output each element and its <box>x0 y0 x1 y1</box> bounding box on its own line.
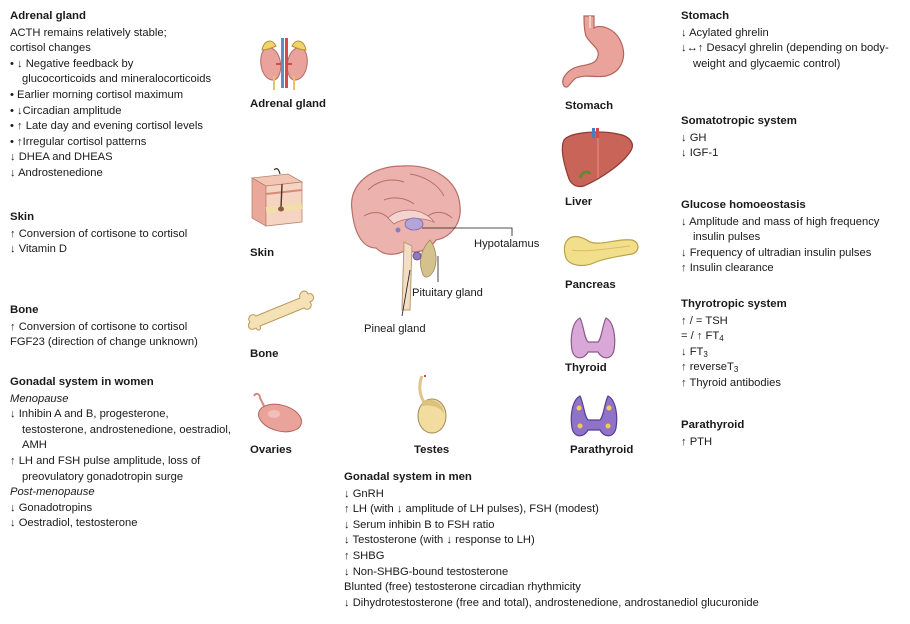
somatotropic-line: ↓ GH <box>681 131 707 144</box>
bone-text-block: Bone ↑ Conversion of cortisone to cortis… <box>10 303 198 351</box>
adrenal-line: • Earlier morning cortisol maximum <box>10 88 184 101</box>
gonadal-men-text-block: Gonadal system in men ↓ GnRH ↑ LH (with … <box>344 470 759 611</box>
adrenal-line: cortisol changes <box>10 42 91 55</box>
glucose-line: ↑ Insulin clearance <box>681 262 774 275</box>
gonadal-women-line: testosterone, androstenedione, oestradio… <box>22 423 231 436</box>
skin-heading: Skin <box>10 211 35 223</box>
brain-icon <box>351 165 461 311</box>
pineal-label: Pineal gland <box>364 323 426 335</box>
parathyroid-icon <box>570 395 618 437</box>
adrenal-line: • ↑ Late day and evening cortisol levels <box>10 120 203 133</box>
gonadal-women-line: ↓ Inhibin A and B, progesterone, <box>10 408 169 421</box>
pancreas-organ-label: Pancreas <box>565 279 616 291</box>
testis-icon <box>417 375 447 434</box>
liver-organ-label: Liver <box>565 196 593 208</box>
adrenal-line: ↓ DHEA and DHEAS <box>10 151 113 164</box>
stomach-line: weight and glycaemic control) <box>693 57 841 70</box>
thyrotropic-ft4: = / ↑ FT4 <box>681 330 724 344</box>
menopause-label: Menopause <box>10 392 69 405</box>
glucose-line: ↓ Amplitude and mass of high frequency <box>681 215 880 228</box>
gonadal-men-line: ↑ SHBG <box>344 549 385 562</box>
skin-line: ↓ Vitamin D <box>10 243 67 256</box>
parathyroid-heading: Parathyroid <box>681 419 745 431</box>
skin-line: ↑ Conversion of cortisone to cortisol <box>10 227 188 240</box>
parathyroid-line: ↑ PTH <box>681 435 713 448</box>
gonadal-men-heading: Gonadal system in men <box>344 471 472 483</box>
skin-organ-label: Skin <box>250 247 275 259</box>
parathyroid-organ-label: Parathyroid <box>570 444 634 456</box>
gonadal-men-line: ↓ Dihydrotestosterone (free and total), … <box>344 596 759 609</box>
glucose-line: ↓ Frequency of ultradian insulin pulses <box>681 246 872 259</box>
liver-icon <box>561 128 633 188</box>
gonadal-men-line: ↓ Non-SHBG-bound testosterone <box>344 565 509 578</box>
adrenal-line: • ↓ Negative feedback by <box>10 57 134 70</box>
somatotropic-heading: Somatotropic system <box>681 115 797 127</box>
bone-line: ↑ Conversion of cortisone to cortisol <box>10 320 188 333</box>
skin-text-block: Skin ↑ Conversion of cortisone to cortis… <box>10 210 187 258</box>
stomach-text-block: Stomach ↓ Acylated ghrelin ↓↔↑ Desacyl g… <box>681 9 889 72</box>
glucose-heading: Glucose homoeostasis <box>681 199 806 211</box>
stomach-organ-label: Stomach <box>565 100 614 112</box>
bone-line: FGF23 (direction of change unknown) <box>10 336 198 349</box>
testes-organ-label: Testes <box>414 444 450 456</box>
gonadal-men-line: Blunted (free) testosterone circadian rh… <box>344 581 581 594</box>
thyrotropic-text-block: Thyrotropic system ↑ / = TSH = / ↑ FT4 ↓… <box>681 297 787 392</box>
adrenal-line: ↓ Androstenedione <box>10 166 103 179</box>
bone-organ-label: Bone <box>250 348 279 360</box>
adrenal-line: • ↑Irregular cortisol patterns <box>10 135 147 148</box>
gonadal-women-heading: Gonadal system in women <box>10 376 154 388</box>
skin-icon <box>250 168 304 227</box>
gonadal-men-line: ↑ LH (with ↓ amplitude of LH pulses), FS… <box>344 503 599 516</box>
thyrotropic-tsh: ↑ / = TSH <box>681 314 728 327</box>
gonadal-women-text-block: Gonadal system in women Menopause ↓ Inhi… <box>10 375 231 532</box>
stomach-line: ↓↔↑ Desacyl ghrelin (depending on body- <box>681 42 889 55</box>
pancreas-icon <box>563 235 639 267</box>
gonadal-men-line: ↓ Serum inhibin B to FSH ratio <box>344 518 495 531</box>
somatotropic-text-block: Somatotropic system ↓ GH ↓ IGF-1 <box>681 114 797 162</box>
parathyroid-text-block: Parathyroid ↑ PTH <box>681 418 744 450</box>
gonadal-women-line: ↓ Gonadotropins <box>10 501 93 514</box>
ovary-icon <box>253 392 303 433</box>
thyroid-icon <box>570 317 616 359</box>
gonadal-women-line: AMH <box>22 439 47 452</box>
hypothalamus-label: Hypotalamus <box>474 238 540 250</box>
adrenal-line: glucocorticoids and mineralocorticoids <box>22 73 212 86</box>
stomach-heading: Stomach <box>681 10 730 22</box>
glucose-line: insulin pulses <box>693 231 761 244</box>
thyroid-organ-label: Thyroid <box>565 362 607 374</box>
gonadal-men-line: ↓ Testosterone (with ↓ response to LH) <box>344 534 535 547</box>
gonadal-men-line: ↓ GnRH <box>344 487 384 500</box>
gonadal-women-line: ↑ LH and FSH pulse amplitude, loss of <box>10 454 201 467</box>
thyrotropic-heading: Thyrotropic system <box>681 298 787 310</box>
pituitary-label: Pituitary gland <box>412 287 483 299</box>
thyrotropic-rt3: ↑ reverseT3 <box>681 361 739 375</box>
thyrotropic-antibodies: ↑ Thyroid antibodies <box>681 376 781 389</box>
stomach-icon <box>562 15 625 88</box>
somatotropic-line: ↓ IGF-1 <box>681 147 719 160</box>
adrenal-organ-label: Adrenal gland <box>250 98 326 110</box>
brain-leader-lines <box>401 227 513 317</box>
gonadal-women-line: preovulatory gonadotropin surge <box>22 470 184 483</box>
adrenal-line: ACTH remains relatively stable; <box>10 26 167 39</box>
thyrotropic-ft3: ↓ FT3 <box>681 345 708 359</box>
post-menopause-label: Post-menopause <box>10 486 95 499</box>
adrenal-gland-icon <box>260 38 308 90</box>
adrenal-line: • ↓Circadian amplitude <box>10 104 122 117</box>
glucose-text-block: Glucose homoeostasis ↓ Amplitude and mas… <box>681 198 879 277</box>
adrenal-heading: Adrenal gland <box>10 10 86 22</box>
bone-icon <box>247 290 315 331</box>
adrenal-text-block: Adrenal gland ACTH remains relatively st… <box>10 9 211 182</box>
bone-heading: Bone <box>10 304 39 316</box>
stomach-line: ↓ Acylated ghrelin <box>681 26 769 39</box>
ovaries-organ-label: Ovaries <box>250 444 292 456</box>
gonadal-women-line: ↓ Oestradiol, testosterone <box>10 517 138 530</box>
